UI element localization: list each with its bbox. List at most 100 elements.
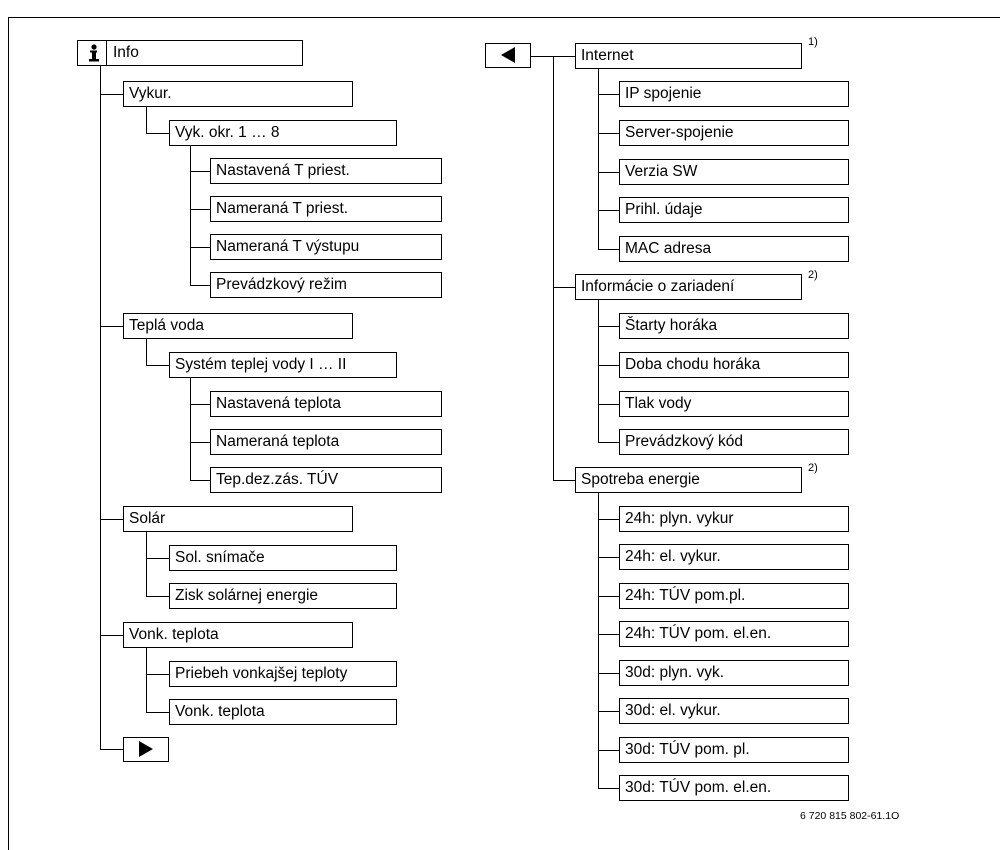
connector bbox=[146, 558, 169, 560]
connector bbox=[598, 557, 619, 559]
connector bbox=[598, 69, 600, 249]
menu-24h-tuv-pom-el-en[interactable]: 24h: TÚV pom. el.en. bbox=[619, 621, 849, 647]
menu-24h-plyn-vykur[interactable]: 24h: plyn. vykur bbox=[619, 506, 849, 532]
connector bbox=[598, 596, 619, 598]
menu-item-label: Prihl. údaje bbox=[625, 201, 703, 218]
menu-namerana-t-vystupu[interactable]: Nameraná T výstupu bbox=[210, 234, 442, 260]
menu-30d-plyn-vyk[interactable]: 30d: plyn. vyk. bbox=[619, 660, 849, 686]
menu-starty-horaka[interactable]: Štarty horáka bbox=[619, 313, 849, 339]
connector bbox=[598, 133, 619, 135]
connector bbox=[100, 94, 123, 96]
menu-priebeh-vonkajsej-teploty[interactable]: Priebeh vonkajšej teploty bbox=[169, 661, 397, 687]
menu-vyk-okr-label: Vyk. okr. 1 … 8 bbox=[175, 124, 280, 141]
connector bbox=[598, 326, 619, 328]
menu-verzia-sw[interactable]: Verzia SW bbox=[619, 159, 849, 185]
connector bbox=[190, 480, 210, 482]
menu-item-label: Server-spojenie bbox=[625, 124, 734, 141]
menu-vyk-okr[interactable]: Vyk. okr. 1 … 8 bbox=[169, 120, 397, 146]
menu-24h-tuv-pom-pl[interactable]: 24h: TÚV pom.pl. bbox=[619, 583, 849, 609]
connector bbox=[598, 249, 619, 251]
figure-reference: 6 720 815 802-61.1O bbox=[800, 810, 900, 822]
menu-30d-tuv-pom-el-en[interactable]: 30d: TÚV pom. el.en. bbox=[619, 775, 849, 801]
menu-system-teplej-vody[interactable]: Systém teplej vody I … II bbox=[169, 352, 397, 378]
tree-trunk-left bbox=[100, 66, 102, 749]
connector bbox=[190, 285, 210, 287]
connector bbox=[100, 326, 123, 328]
connector bbox=[598, 634, 619, 636]
frame-left-border bbox=[8, 17, 9, 850]
connector bbox=[190, 171, 210, 173]
menu-item-label: Tep.dez.zás. TÚV bbox=[216, 471, 339, 488]
menu-item-label: 30d: el. vykur. bbox=[625, 702, 721, 719]
play-right-icon bbox=[124, 738, 168, 760]
connector bbox=[146, 712, 169, 714]
menu-tepla-voda-label: Teplá voda bbox=[129, 317, 204, 334]
footnote-2: 2) bbox=[808, 269, 818, 281]
menu-item-label: Vonk. teplota bbox=[175, 703, 265, 720]
menu-item-label: Prevádzkový režim bbox=[216, 276, 347, 293]
footnote-1: 1) bbox=[808, 36, 818, 48]
menu-info-label: Info bbox=[113, 44, 139, 61]
next-page-button[interactable] bbox=[123, 737, 169, 762]
menu-namerana-teplota[interactable]: Nameraná teplota bbox=[210, 429, 442, 455]
menu-prevadzkovy-rezim[interactable]: Prevádzkový režim bbox=[210, 272, 442, 298]
menu-zisk-solarnej-energie[interactable]: Zisk solárnej energie bbox=[169, 583, 397, 609]
menu-30d-tuv-pom-pl[interactable]: 30d: TÚV pom. pl. bbox=[619, 737, 849, 763]
connector bbox=[190, 209, 210, 211]
menu-vonk-teplota-value[interactable]: Vonk. teplota bbox=[169, 699, 397, 725]
menu-vykur-label: Vykur. bbox=[129, 85, 172, 102]
connector bbox=[190, 247, 210, 249]
connector bbox=[100, 519, 123, 521]
menu-nastavena-teplota[interactable]: Nastavená teplota bbox=[210, 391, 442, 417]
menu-item-label: IP spojenie bbox=[625, 85, 702, 102]
menu-item-label: 24h: TÚV pom.pl. bbox=[625, 587, 746, 604]
back-button[interactable] bbox=[485, 43, 531, 68]
menu-internet[interactable]: Internet bbox=[575, 43, 802, 69]
menu-mac-adresa[interactable]: MAC adresa bbox=[619, 236, 849, 262]
menu-item-label: Nastavená teplota bbox=[216, 395, 341, 412]
footnote-2-energy: 2) bbox=[808, 462, 818, 474]
menu-system-tv-label: Systém teplej vody I … II bbox=[175, 356, 347, 373]
menu-tepla-voda[interactable]: Teplá voda bbox=[123, 313, 353, 339]
connector bbox=[190, 378, 192, 480]
menu-informacie-o-zariadeni[interactable]: Informácie o zariadení bbox=[575, 274, 802, 300]
menu-ip-spojenie[interactable]: IP spojenie bbox=[619, 81, 849, 107]
menu-tlak-vody[interactable]: Tlak vody bbox=[619, 391, 849, 417]
play-left-icon bbox=[486, 44, 530, 66]
menu-item-label: Tlak vody bbox=[625, 395, 692, 412]
menu-tep-dez-zas-tuv[interactable]: Tep.dez.zás. TÚV bbox=[210, 467, 442, 493]
menu-doba-chodu-horaka[interactable]: Doba chodu horáka bbox=[619, 352, 849, 378]
menu-nastavena-t-priest[interactable]: Nastavená T priest. bbox=[210, 158, 442, 184]
menu-spotreba-energie[interactable]: Spotreba energie bbox=[575, 467, 802, 493]
menu-item-label: Priebeh vonkajšej teploty bbox=[175, 665, 348, 682]
menu-item-label: Štarty horáka bbox=[625, 317, 718, 334]
connector bbox=[146, 532, 148, 596]
connector bbox=[190, 404, 210, 406]
menu-vonk-teplota[interactable]: Vonk. teplota bbox=[123, 622, 353, 648]
menu-vykur[interactable]: Vykur. bbox=[123, 81, 353, 107]
connector bbox=[553, 287, 575, 289]
connector bbox=[598, 711, 619, 713]
menu-prevadzkovy-kod[interactable]: Prevádzkový kód bbox=[619, 429, 849, 455]
menu-item-label: Zisk solárnej energie bbox=[175, 587, 319, 604]
menu-24h-el-vykur[interactable]: 24h: el. vykur. bbox=[619, 544, 849, 570]
menu-server-spojenie[interactable]: Server-spojenie bbox=[619, 120, 849, 146]
menu-solar[interactable]: Solár bbox=[123, 506, 353, 532]
connector bbox=[190, 146, 192, 285]
menu-30d-el-vykur[interactable]: 30d: el. vykur. bbox=[619, 698, 849, 724]
connector bbox=[598, 300, 600, 442]
menu-item-label: Prevádzkový kód bbox=[625, 433, 744, 450]
menu-namerana-t-priest[interactable]: Nameraná T priest. bbox=[210, 196, 442, 222]
menu-item-label: Sol. snímače bbox=[175, 549, 265, 566]
menu-item-label: 30d: TÚV pom. pl. bbox=[625, 741, 750, 758]
connector bbox=[100, 749, 123, 751]
menu-item-label: Nameraná T priest. bbox=[216, 200, 349, 217]
connector bbox=[598, 172, 619, 174]
menu-item-label: MAC adresa bbox=[625, 240, 712, 257]
frame-top-border bbox=[8, 17, 1000, 18]
connector bbox=[146, 365, 169, 367]
menu-item-label: Nameraná teplota bbox=[216, 433, 340, 450]
menu-prihl-udaje[interactable]: Prihl. údaje bbox=[619, 197, 849, 223]
menu-sol-snimace[interactable]: Sol. snímače bbox=[169, 545, 397, 571]
menu-info-root[interactable]: Info bbox=[77, 40, 303, 66]
